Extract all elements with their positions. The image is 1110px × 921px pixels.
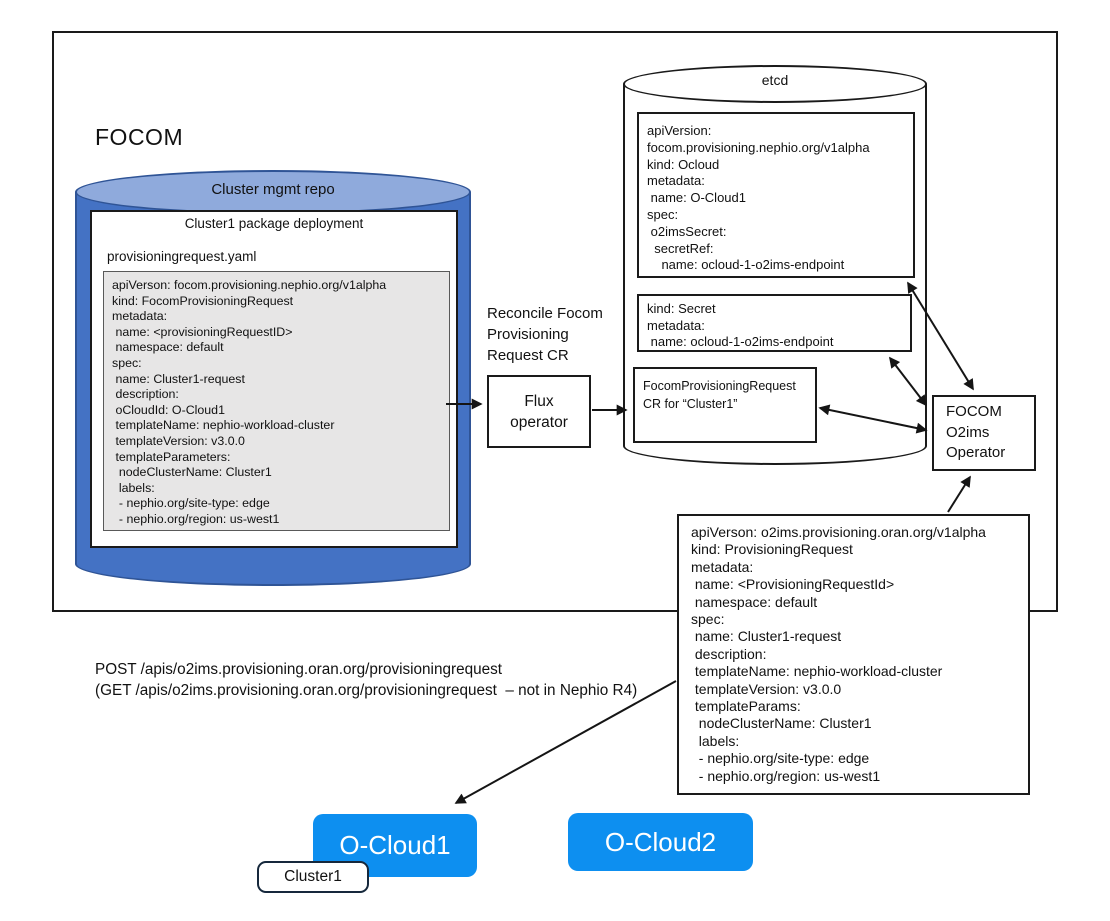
provisioningrequest-yaml-content: apiVerson: focom.provisioning.nephio.org… [103, 271, 450, 531]
etcd-title: etcd [761, 72, 789, 88]
etcd-cylinder-top [623, 65, 927, 103]
cluster1-badge: Cluster1 [257, 861, 369, 893]
focom-title: FOCOM [95, 124, 184, 150]
secret-yaml-box: kind: Secret metadata: name: ocloud-1-o2… [637, 294, 912, 352]
ocloud2-box: O-Cloud2 [568, 813, 753, 871]
o2ims-provisioningrequest-yaml-box: apiVerson: o2ims.provisioning.oran.org/v… [677, 514, 1030, 795]
ocloud-cr-yaml-box: apiVersion: focom.provisioning.nephio.or… [637, 112, 915, 278]
provisioningrequest-yaml-filename: provisioningrequest.yaml [107, 249, 257, 264]
repo-title: Cluster mgmt repo [211, 181, 335, 198]
focom-provisioning-request-cr-box: FocomProvisioningRequest CR for “Cluster… [633, 367, 817, 443]
flux-operator-box: Flux operator [487, 375, 591, 448]
package-deployment-title: Cluster1 package deployment [184, 216, 364, 231]
focom-boundary-box [52, 31, 1058, 612]
focom-o2ims-operator-box: FOCOM O2ims Operator [932, 395, 1036, 471]
api-calls-text: POST /apis/o2ims.provisioning.oran.org/p… [95, 661, 638, 699]
reconcile-label: Reconcile Focom Provisioning Request CR [487, 305, 603, 364]
